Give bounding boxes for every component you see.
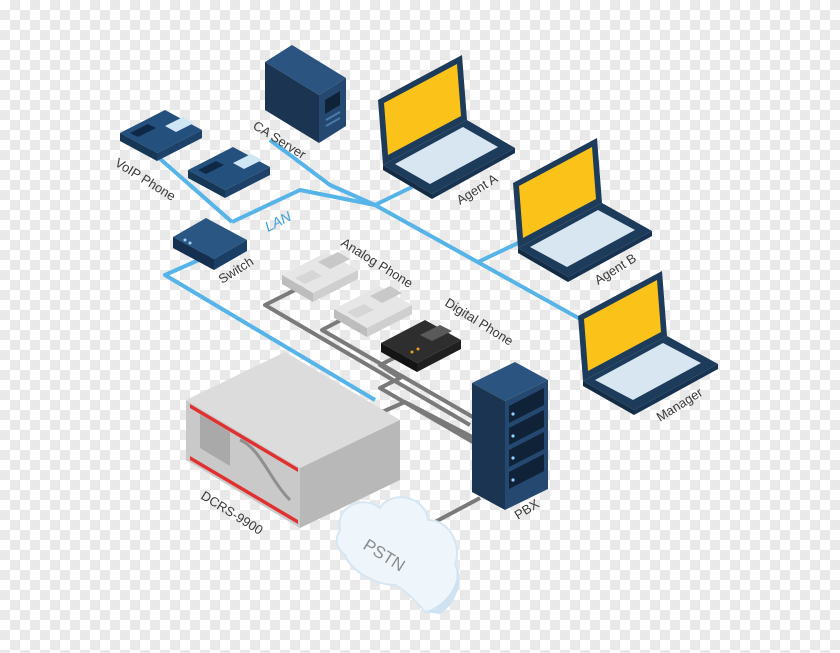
- label-voip-phone: VoIP Phone: [112, 155, 178, 204]
- digital-phone-icon: [381, 320, 461, 372]
- laptop-manager[interactable]: Manager: [578, 271, 718, 425]
- analog-phone-icon: [282, 252, 358, 302]
- voip-phone-2[interactable]: [188, 147, 270, 198]
- link-switch-voip-phones: [148, 148, 234, 224]
- label-lan: LAN: [262, 208, 294, 235]
- pbx-cabinet-icon: [472, 362, 548, 510]
- analog-phone-icon: [334, 286, 412, 337]
- pstn-cloud[interactable]: PSTN: [335, 496, 460, 614]
- link-recorder-pbx: [374, 400, 479, 442]
- laptop-agent-a[interactable]: Agent A: [378, 55, 515, 208]
- analog-phone-2[interactable]: [334, 286, 412, 337]
- link-ca-server: [268, 138, 376, 207]
- link-agent-a: [374, 185, 413, 207]
- server-tower-icon: [265, 45, 346, 143]
- network-switch-icon: [173, 218, 247, 270]
- ip-phone-icon: [120, 110, 202, 161]
- link-switch-lan-backbone: [231, 188, 601, 332]
- cloud-icon: [335, 496, 460, 614]
- laptop-agent-b[interactable]: Agent B: [513, 138, 652, 288]
- link-analog-phone-1: [263, 283, 472, 427]
- laptop-icon: [378, 55, 515, 199]
- link-switch-recorder: [163, 253, 377, 402]
- analog-phone-1[interactable]: [282, 252, 358, 302]
- ca-server[interactable]: CA Server: [250, 45, 346, 162]
- recorder-rack-icon: [186, 352, 400, 528]
- lan-links: [148, 138, 601, 402]
- laptop-icon: [513, 138, 652, 282]
- pbx-cabinet[interactable]: PBX: [472, 362, 548, 523]
- laptop-icon: [578, 271, 718, 415]
- network-switch[interactable]: Switch: [173, 218, 256, 287]
- ip-phone-icon: [188, 147, 270, 198]
- voip-phone-1[interactable]: [120, 110, 202, 161]
